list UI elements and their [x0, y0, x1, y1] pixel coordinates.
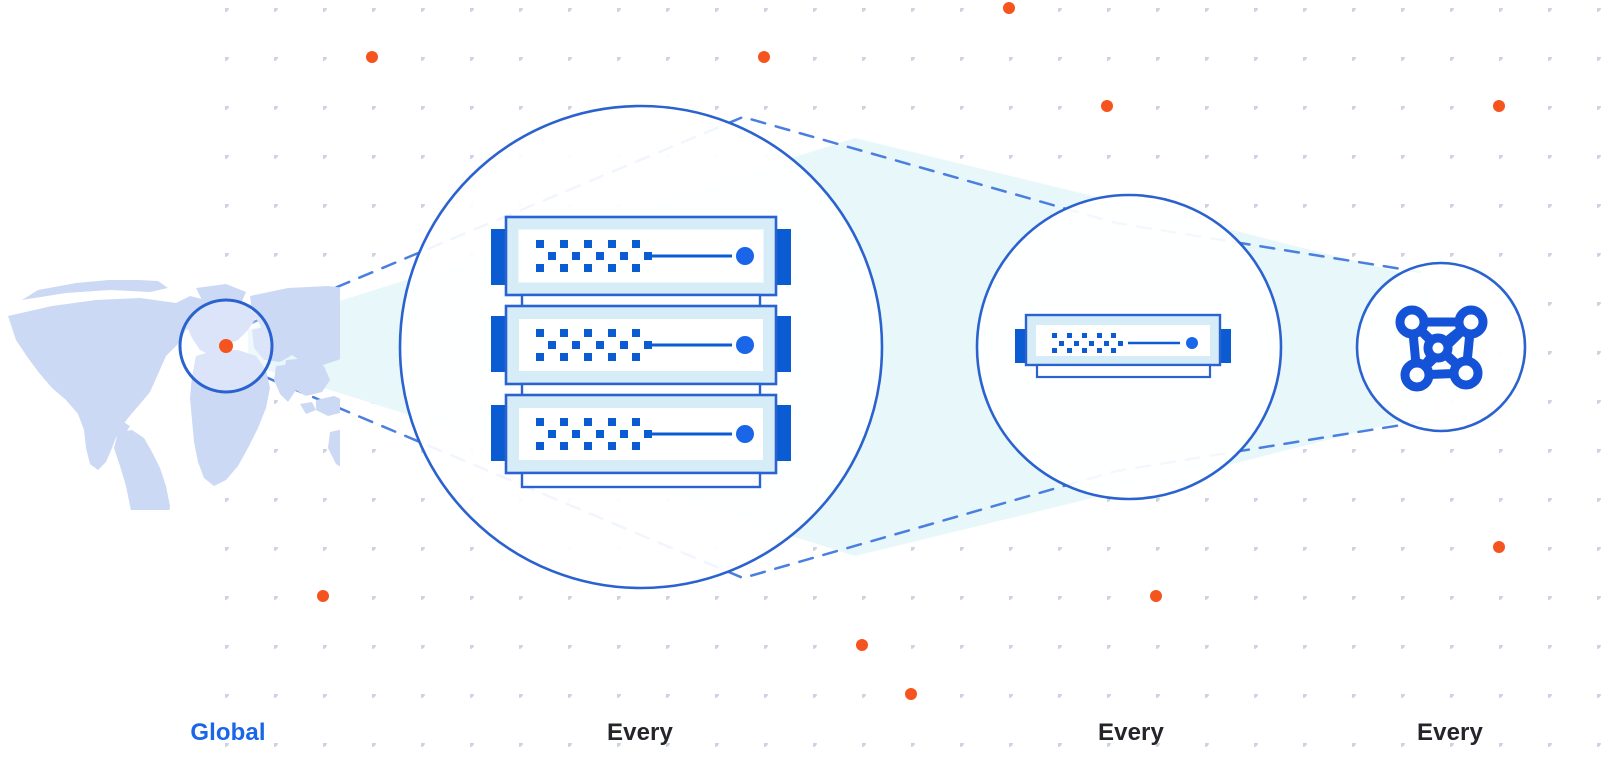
accent-dot	[1101, 100, 1113, 112]
server-base	[1035, 363, 1212, 379]
map-highlight-circle	[178, 298, 274, 394]
rack-unit-2-status-dot	[736, 336, 754, 354]
accent-dots	[317, 2, 1505, 700]
rack-unit-3	[491, 393, 791, 475]
network-mesh-nodes	[1395, 305, 1488, 392]
accent-dot	[366, 51, 378, 63]
rack-unit-1-leds	[536, 240, 652, 272]
accent-dot	[1493, 100, 1505, 112]
rack-unit-2	[491, 304, 791, 386]
rack-unit-1	[491, 215, 791, 297]
accent-dot	[856, 639, 868, 651]
rack-unit-3-status-dot	[736, 425, 754, 443]
cone-dashed-line-bottom	[242, 366, 1422, 580]
accent-dot	[1150, 590, 1162, 602]
rack-unit-3-leds	[536, 418, 652, 450]
accent-dot	[1003, 2, 1015, 14]
cone-dashed-line-top	[242, 115, 1422, 328]
rack-unit-1-status-dot	[736, 247, 754, 265]
server-rack-icon	[491, 215, 791, 489]
server-status-dot	[1186, 337, 1198, 349]
accent-dot	[1493, 541, 1505, 553]
accent-dot	[758, 51, 770, 63]
accent-dot	[317, 590, 329, 602]
server-leds	[1052, 333, 1123, 353]
accent-dot	[905, 688, 917, 700]
map-location-marker-dot	[219, 339, 233, 353]
rack-unit-2-leds	[536, 329, 652, 361]
rack-base	[520, 471, 762, 489]
single-server-icon	[1015, 313, 1231, 379]
